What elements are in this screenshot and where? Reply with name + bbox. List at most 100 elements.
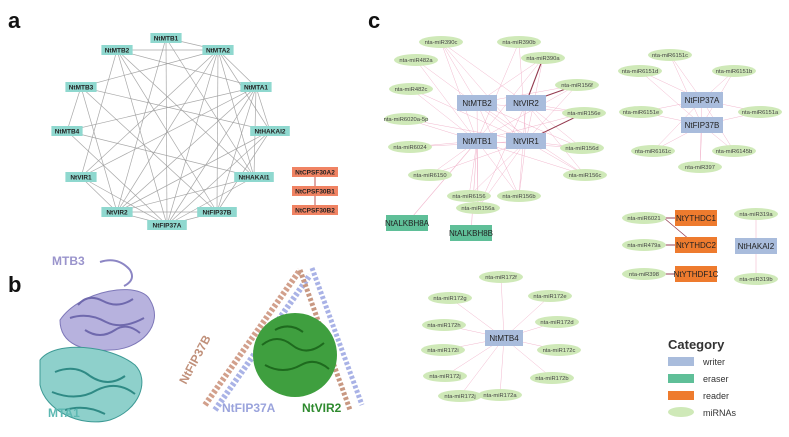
mirna-nta-mir172g[interactable]: nta-miR172g bbox=[428, 292, 472, 304]
mirna-nta-mir390a-label: nta-miR390a bbox=[526, 56, 560, 62]
gene-ntythdc2-box bbox=[675, 237, 717, 253]
mirna-nta-mir390a[interactable]: nta-miR390a bbox=[521, 52, 565, 64]
node-ntmtb1-box bbox=[150, 33, 182, 43]
node-ntmta1-box bbox=[240, 82, 272, 92]
gene-ntfip37a[interactable]: NtFIP37A bbox=[681, 92, 723, 108]
legend-eraser-swatch bbox=[668, 374, 694, 383]
node-ntmtb3-box bbox=[65, 82, 97, 92]
mirna-nta-mir390c[interactable]: nta-miR390c bbox=[419, 36, 463, 48]
mirna-nta-mir172e[interactable]: nta-miR172e bbox=[528, 290, 572, 302]
mirna-nta-mir390b[interactable]: nta-miR390b bbox=[497, 36, 541, 48]
node-ntmta1[interactable]: NtMTA1 bbox=[240, 82, 272, 92]
gene-ntythdf1c[interactable]: NtYTHDF1C bbox=[674, 266, 719, 282]
cpsf-node-ntcpsf30a2-label: NtCPSF30A2 bbox=[295, 169, 335, 176]
panel-b-structures: MTB3 MTA1 NtFIP37B NtFIP37A NtVIR2 bbox=[39, 254, 365, 423]
node-nthakai1[interactable]: NtHAKAI1 bbox=[234, 172, 274, 182]
gene-ntmtb2-label: NtMTB2 bbox=[462, 99, 492, 108]
cpsf-node-ntcpsf30a2[interactable]: NtCPSF30A2 bbox=[292, 167, 338, 177]
mirna-nta-mir482c[interactable]: nta-miR482c bbox=[389, 83, 433, 95]
gene-nthakai2[interactable]: NtHAKAI2 bbox=[735, 238, 777, 254]
gene-ntalkbh8b[interactable]: NtALKBH8B bbox=[449, 225, 493, 241]
mirna-nta-mir398[interactable]: nta-miR398 bbox=[622, 268, 666, 280]
label-fip37a: NtFIP37A bbox=[222, 401, 276, 415]
cpsf-node-ntcpsf30b1[interactable]: NtCPSF30B1 bbox=[292, 186, 338, 196]
fip37b-helix bbox=[202, 268, 303, 407]
gene-ntalkbh8b-box bbox=[450, 225, 492, 241]
node-ntmta2[interactable]: NtMTA2 bbox=[202, 45, 234, 55]
mirna-nta-mir6150[interactable]: nta-miR6150 bbox=[408, 169, 452, 181]
node-ntvir2[interactable]: NtVIR2 bbox=[101, 207, 133, 217]
mirna-nta-mir172d[interactable]: nta-miR172d bbox=[535, 316, 579, 328]
mirna-nta-mir6021[interactable]: nta-miR6021 bbox=[622, 212, 666, 224]
node-ntfip37b[interactable]: NtFIP37B bbox=[197, 207, 237, 217]
gene-ntythdc1[interactable]: NtYTHDC1 bbox=[675, 210, 717, 226]
mirna-nta-mir156e[interactable]: nta-miR156e bbox=[562, 107, 606, 119]
mirna-nta-mir319b[interactable]: nta-miR319b bbox=[734, 273, 778, 285]
mirna-nta-mir6151b[interactable]: nta-miR6151b bbox=[712, 65, 756, 77]
mirna-nta-mir390c-shape bbox=[419, 36, 463, 48]
edge-nta-mir390b-ntmtb1 bbox=[476, 41, 520, 142]
mirna-nta-mir6145b[interactable]: nta-miR6145b bbox=[712, 145, 756, 157]
gene-ntythdc1-box bbox=[675, 210, 717, 226]
mirna-nta-mir156a[interactable]: nta-miR156a bbox=[456, 202, 500, 214]
mirna-nta-mir6156[interactable]: nta-miR6156 bbox=[447, 190, 491, 202]
mirna-nta-mir156f[interactable]: nta-miR156f bbox=[555, 79, 599, 91]
mirna-nta-mir172a[interactable]: nta-miR172a bbox=[478, 389, 522, 401]
node-nthakai2[interactable]: NtHAKAI2 bbox=[250, 126, 290, 136]
mirna-nta-mir6151e-label: nta-miR6151e bbox=[623, 110, 659, 116]
mirna-nta-mir319a[interactable]: nta-miR319a bbox=[734, 208, 778, 220]
node-ntmtb4-label: NtMTB4 bbox=[55, 128, 80, 135]
mirna-nta-mir6024[interactable]: nta-miR6024 bbox=[388, 141, 432, 153]
gene-ntythdc2[interactable]: NtYTHDC2 bbox=[675, 237, 717, 253]
mirna-nta-mir390b-shape bbox=[497, 36, 541, 48]
node-ntmtb3[interactable]: NtMTB3 bbox=[65, 82, 97, 92]
mirna-nta-mir6151a[interactable]: nta-miR6151a bbox=[738, 106, 782, 118]
mirna-nta-mir172f[interactable]: nta-miR172f bbox=[479, 271, 523, 283]
gene-ntmtb1-label: NtMTB1 bbox=[462, 137, 492, 146]
mirna-nta-mir6020a-5p[interactable]: nta-miR6020a-5p bbox=[384, 113, 429, 125]
node-ntmtb2[interactable]: NtMTB2 bbox=[101, 45, 133, 55]
mirna-nta-mir397[interactable]: nta-miR397 bbox=[678, 161, 722, 173]
mirna-nta-mir479a[interactable]: nta-miR479a bbox=[622, 239, 666, 251]
edge-ntmta1-ntvir1 bbox=[80, 86, 257, 178]
mirna-nta-mir156d-label: nta-miR156d bbox=[565, 146, 598, 152]
node-ntfip37a[interactable]: NtFIP37A bbox=[147, 220, 187, 230]
gene-ntfip37b[interactable]: NtFIP37B bbox=[681, 117, 723, 133]
mirna-nta-mir482a[interactable]: nta-miR482a bbox=[394, 54, 438, 66]
legend-reader-swatch bbox=[668, 391, 694, 400]
mirna-nta-mir6151e[interactable]: nta-miR6151e bbox=[619, 106, 663, 118]
mirna-nta-mir6151d[interactable]: nta-miR6151d bbox=[618, 65, 662, 77]
panel-c-nodes: nta-miR390c nta-miR390b nta-miR390a nta-miR… bbox=[384, 36, 782, 402]
mirna-nta-mir156a-label: nta-miR156a bbox=[461, 206, 495, 212]
mirna-nta-mir172j[interactable]: nta-miR172j bbox=[438, 390, 482, 402]
mirna-nta-mir156c[interactable]: nta-miR156c bbox=[563, 169, 607, 181]
mirna-nta-mir6151c[interactable]: nta-miR6151c bbox=[648, 49, 692, 61]
vir2-helices bbox=[261, 325, 330, 371]
gene-ntmtb2[interactable]: NtMTB2 bbox=[457, 95, 497, 111]
node-ntmta2-label: NtMTA2 bbox=[206, 47, 230, 54]
mirna-nta-mir172e-label: nta-miR172e bbox=[533, 294, 566, 300]
gene-ntvir1[interactable]: NtVIR1 bbox=[506, 133, 546, 149]
gene-ntmtb1[interactable]: NtMTB1 bbox=[457, 133, 497, 149]
edge-ntvir2-ntvir1 bbox=[80, 176, 118, 213]
gene-ntythdc1-label: NtYTHDC1 bbox=[676, 214, 717, 223]
mirna-nta-mir172h[interactable]: nta-miR172h bbox=[422, 319, 466, 331]
node-ntmtb4[interactable]: NtMTB4 bbox=[51, 126, 83, 136]
gene-ntvir2[interactable]: NtVIR2 bbox=[506, 95, 546, 111]
gene-ntmtb4[interactable]: NtMTB4 bbox=[485, 330, 523, 346]
mirna-nta-mir172c[interactable]: nta-miR172c bbox=[537, 344, 581, 356]
cpsf-node-ntcpsf30b2[interactable]: NtCPSF30B2 bbox=[292, 205, 338, 215]
mirna-nta-mir156b[interactable]: nta-miR156b bbox=[497, 190, 541, 202]
edge-ntmta2-ntmta1 bbox=[217, 49, 257, 88]
mirna-nta-mir172b[interactable]: nta-miR172b bbox=[530, 372, 574, 384]
mirna-nta-mir156d[interactable]: nta-miR156d bbox=[560, 142, 604, 154]
node-ntfip37b-box bbox=[197, 207, 237, 217]
node-ntvir1[interactable]: NtVIR1 bbox=[65, 172, 97, 182]
node-ntmtb1[interactable]: NtMTB1 bbox=[150, 33, 182, 43]
gene-ntmtb1-box bbox=[457, 133, 497, 149]
mirna-nta-mir172j[interactable]: nta-miR172j bbox=[423, 370, 467, 382]
mirna-nta-mir172i[interactable]: nta-miR172i bbox=[421, 344, 465, 356]
gene-ntmtb4-label: NtMTB4 bbox=[489, 334, 519, 343]
mirna-nta-mir6161c[interactable]: nta-miR6161c bbox=[631, 145, 675, 157]
gene-ntalkbh8a[interactable]: NtALKBH8A bbox=[385, 215, 430, 231]
